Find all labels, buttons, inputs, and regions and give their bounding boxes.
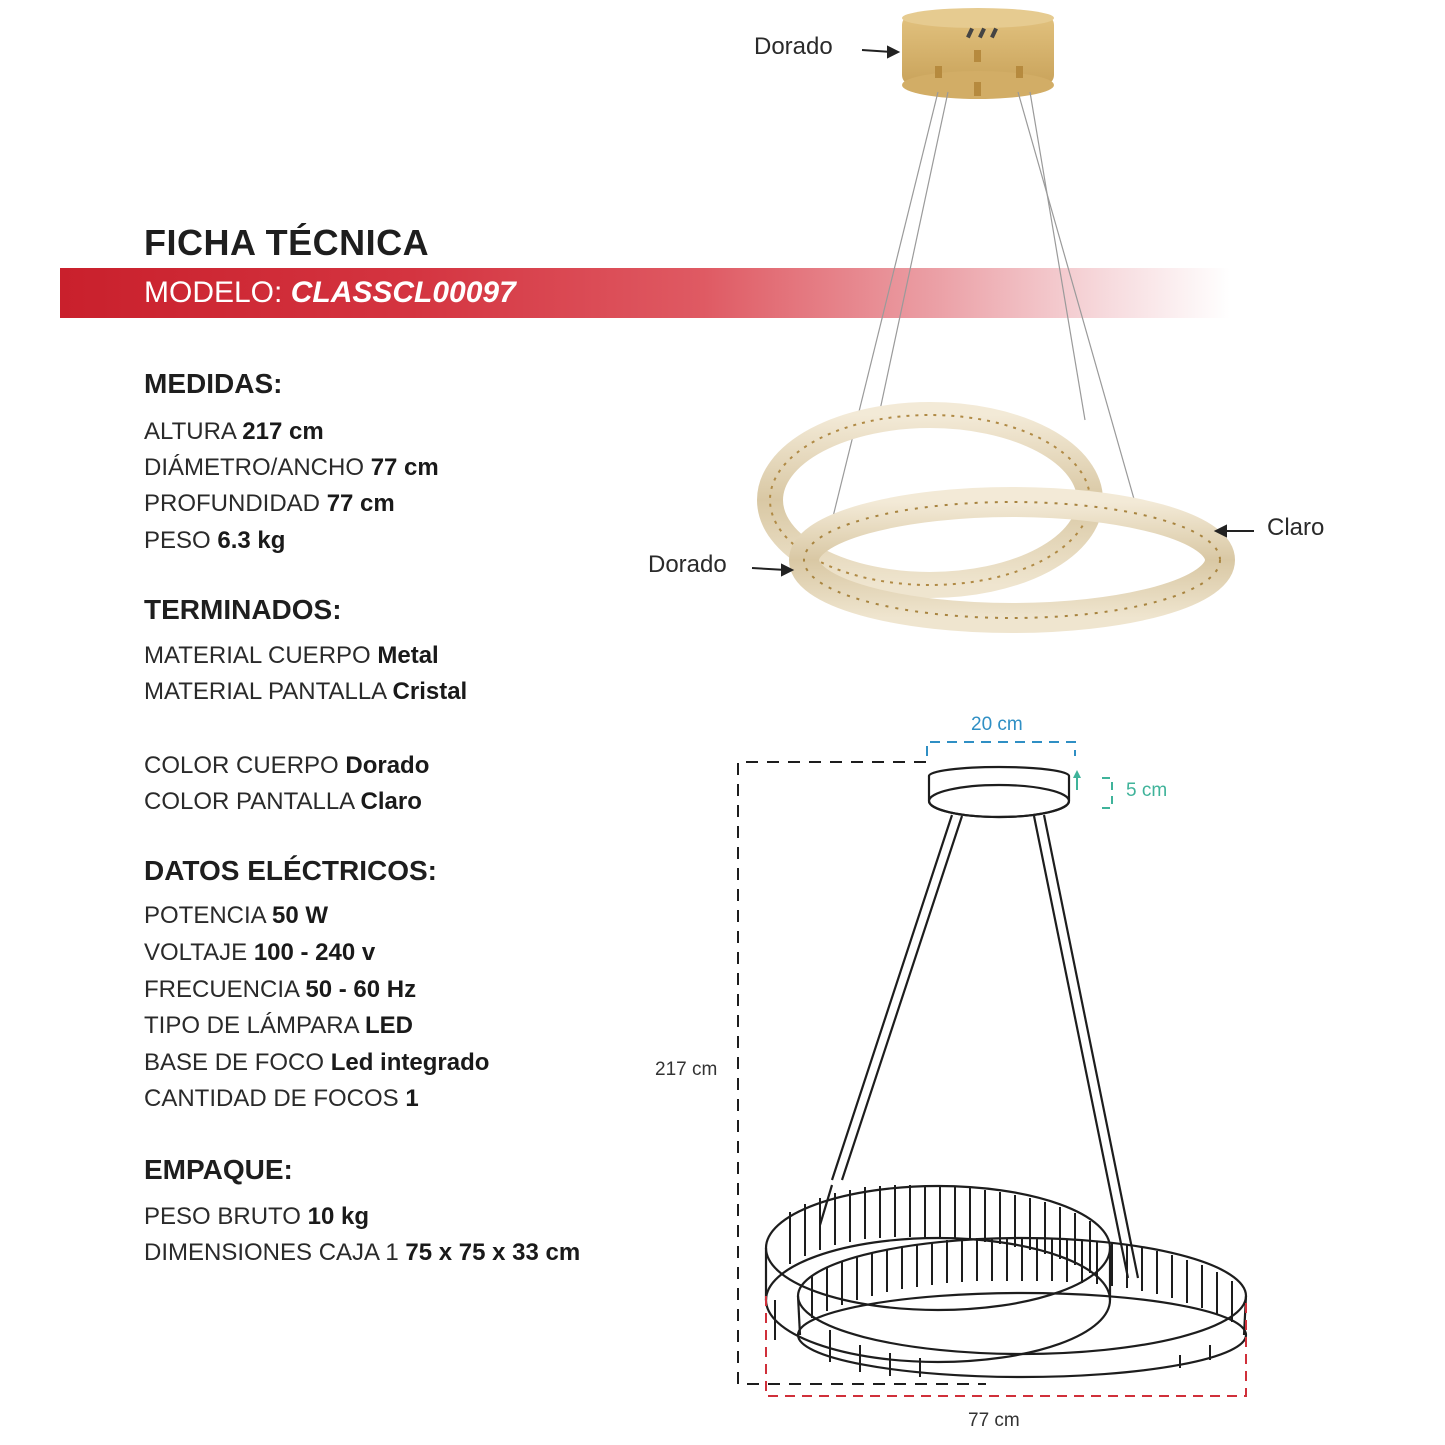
- section-heading-medidas: MEDIDAS:: [144, 368, 283, 399]
- spec-label: PESO BRUTO: [144, 1203, 301, 1230]
- spec-value: 77 cm: [370, 454, 439, 481]
- spec-row: PESO 6.3 kg: [144, 527, 285, 555]
- diameter-dimension-line: [765, 1296, 1247, 1397]
- callout-ring-color: Dorado: [648, 551, 727, 578]
- callout-canopy-color: Dorado: [754, 33, 833, 60]
- dimension-canopy-width: 20 cm: [971, 714, 1023, 735]
- spec-value: Led integrado: [330, 1049, 490, 1076]
- crystal-rings-photo: [757, 402, 1235, 633]
- section-heading-empaque: EMPAQUE:: [144, 1154, 293, 1185]
- canopy-photo: [902, 8, 1054, 99]
- spec-label: MATERIAL PANTALLA: [144, 678, 386, 705]
- spec-value: 50 W: [272, 902, 329, 929]
- spec-label: BASE DE FOCO: [144, 1049, 325, 1076]
- callout-crystal-color: Claro: [1267, 514, 1325, 541]
- spec-label: TIPO DE LÁMPARA: [144, 1012, 359, 1039]
- spec-value: 10 kg: [307, 1203, 369, 1230]
- lower-ring-outline: [796, 1236, 1248, 1379]
- height-dimension-line: [737, 761, 986, 1385]
- spec-label: VOLTAJE: [144, 939, 248, 966]
- canopy-height-dimension-line: [1073, 770, 1113, 809]
- spec-row: COLOR PANTALLA Claro: [144, 788, 422, 816]
- upper-ring-facets: [774, 1185, 1091, 1340]
- spec-row: TIPO DE LÁMPARA LED: [144, 1012, 413, 1040]
- spec-label: PROFUNDIDAD: [144, 490, 321, 517]
- suspension-wires: [825, 91, 1141, 546]
- spec-value: 75 x 75 x 33 cm: [405, 1239, 581, 1266]
- rods-outline: [818, 814, 1140, 1279]
- spec-row: DIÁMETRO/ANCHO 77 cm: [144, 454, 439, 482]
- callout-arrows: [751, 45, 1254, 577]
- upper-ring-outline: [764, 1184, 1112, 1364]
- spec-label: COLOR PANTALLA: [144, 788, 354, 815]
- spec-label: DIÁMETRO/ANCHO: [144, 454, 365, 481]
- model-label: MODELO:: [144, 276, 283, 309]
- spec-value: Dorado: [345, 752, 430, 779]
- spec-row: CANTIDAD DE FOCOS 1: [144, 1085, 419, 1113]
- spec-value: LED: [364, 1012, 413, 1039]
- spec-value: 100 - 240 v: [253, 939, 376, 966]
- dimension-canopy-height: 5 cm: [1126, 780, 1168, 801]
- spec-label: POTENCIA: [144, 902, 266, 929]
- spec-label: COLOR CUERPO: [144, 752, 339, 779]
- spec-label: MATERIAL CUERPO: [144, 642, 371, 669]
- spec-row: VOLTAJE 100 - 240 v: [144, 939, 375, 967]
- spec-value: 77 cm: [326, 490, 395, 517]
- spec-row: POTENCIA 50 W: [144, 902, 328, 930]
- spec-value: Metal: [377, 642, 439, 669]
- model-line: MODELO: CLASSCL00097: [144, 276, 516, 310]
- spec-label: CANTIDAD DE FOCOS: [144, 1085, 399, 1112]
- spec-value: Cristal: [392, 678, 468, 705]
- spec-value: 1: [405, 1085, 419, 1112]
- section-heading-terminados: TERMINADOS:: [144, 594, 342, 625]
- section-heading-electricos: DATOS ELÉCTRICOS:: [144, 855, 437, 886]
- lower-ring-facets: [811, 1238, 1233, 1377]
- spec-row: MATERIAL CUERPO Metal: [144, 642, 439, 670]
- spec-row: ALTURA 217 cm: [144, 418, 324, 446]
- spec-label: PESO: [144, 527, 211, 554]
- dimension-total-height: 217 cm: [655, 1059, 718, 1080]
- spec-row: FRECUENCIA 50 - 60 Hz: [144, 976, 416, 1004]
- spec-row: BASE DE FOCO Led integrado: [144, 1049, 489, 1077]
- spec-label: ALTURA: [144, 418, 236, 445]
- canopy-outline: [927, 765, 1071, 819]
- model-code: CLASSCL00097: [290, 276, 516, 309]
- spec-value: 217 cm: [242, 418, 324, 445]
- spec-value: 50 - 60 Hz: [305, 976, 417, 1003]
- spec-row: MATERIAL PANTALLA Cristal: [144, 678, 467, 706]
- spec-value: 6.3 kg: [217, 527, 286, 554]
- spec-row: PESO BRUTO 10 kg: [144, 1203, 369, 1231]
- model-band: [60, 268, 1230, 318]
- spec-value: Claro: [360, 788, 422, 815]
- dimension-diameter: 77 cm: [968, 1410, 1020, 1431]
- spec-row: PROFUNDIDAD 77 cm: [144, 490, 395, 518]
- spec-label: DIMENSIONES CAJA 1: [144, 1239, 399, 1266]
- spec-row: DIMENSIONES CAJA 1 75 x 75 x 33 cm: [144, 1239, 580, 1267]
- width-dimension-line: [926, 741, 1076, 756]
- spec-label: FRECUENCIA: [144, 976, 299, 1003]
- spec-row: COLOR CUERPO Dorado: [144, 752, 429, 780]
- page-title: FICHA TÉCNICA: [144, 222, 430, 263]
